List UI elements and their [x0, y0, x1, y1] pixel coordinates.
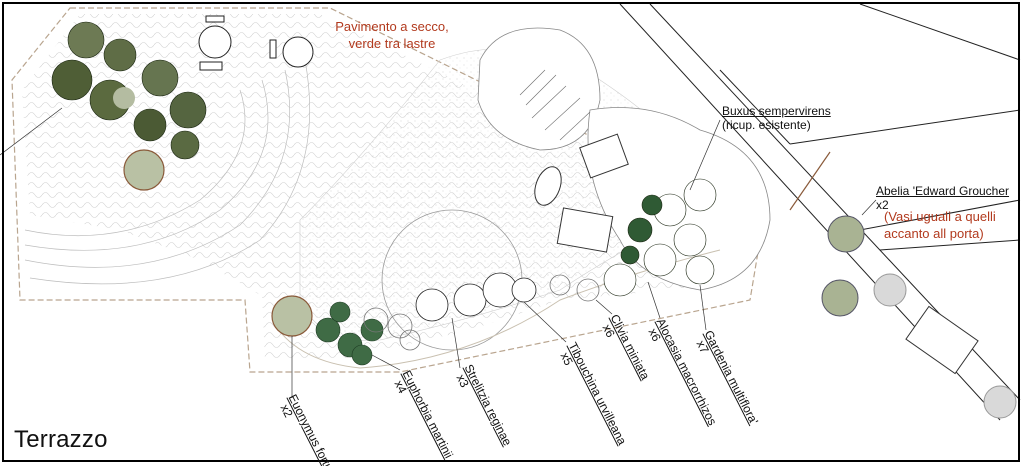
- label-buxus: Buxus sempervirens (ricup. esistente): [722, 104, 831, 132]
- bench-right: [905, 305, 979, 375]
- buxus-hatch: [519, 69, 591, 141]
- abelia-qty: x2: [876, 198, 889, 212]
- water-ripples: [24, 59, 310, 285]
- paving-note-line1: Pavimento a secco,: [335, 19, 449, 34]
- abelia-name: Abelia 'Edward Groucher: [876, 184, 1010, 198]
- buxus-name: Buxus sempervirens: [722, 104, 831, 118]
- paving-note: Pavimento a secco, verde tra lastre: [322, 18, 462, 52]
- pots-note: (Vasi uguali a quelli accanto all porta): [884, 208, 1020, 242]
- paving-note-line2: verde tra lastre: [348, 36, 436, 51]
- leader-lines: [0, 107, 877, 398]
- pots-note-line1: (Vasi uguali a quelli: [884, 209, 996, 224]
- plan-title: Terrazzo: [14, 426, 108, 453]
- label-abelia: Abelia 'Edward Groucher x2: [876, 184, 1009, 212]
- tibouchina-circles: [363, 274, 600, 351]
- outdoor-furniture: [198, 15, 314, 71]
- pots-note-line2: accanto all porta): [884, 226, 984, 241]
- tropical-planting-right: [603, 178, 717, 297]
- euphorbia-cluster: [315, 301, 384, 366]
- strelitzia-cluster: [415, 272, 537, 322]
- garden-bench: [534, 133, 629, 253]
- euonymus-pot: [271, 295, 313, 337]
- palm-cluster-left: [51, 21, 207, 191]
- buxus-note: (ricup. esistente): [722, 118, 811, 132]
- right-pots: [789, 151, 1017, 419]
- planting-bed: [274, 249, 721, 369]
